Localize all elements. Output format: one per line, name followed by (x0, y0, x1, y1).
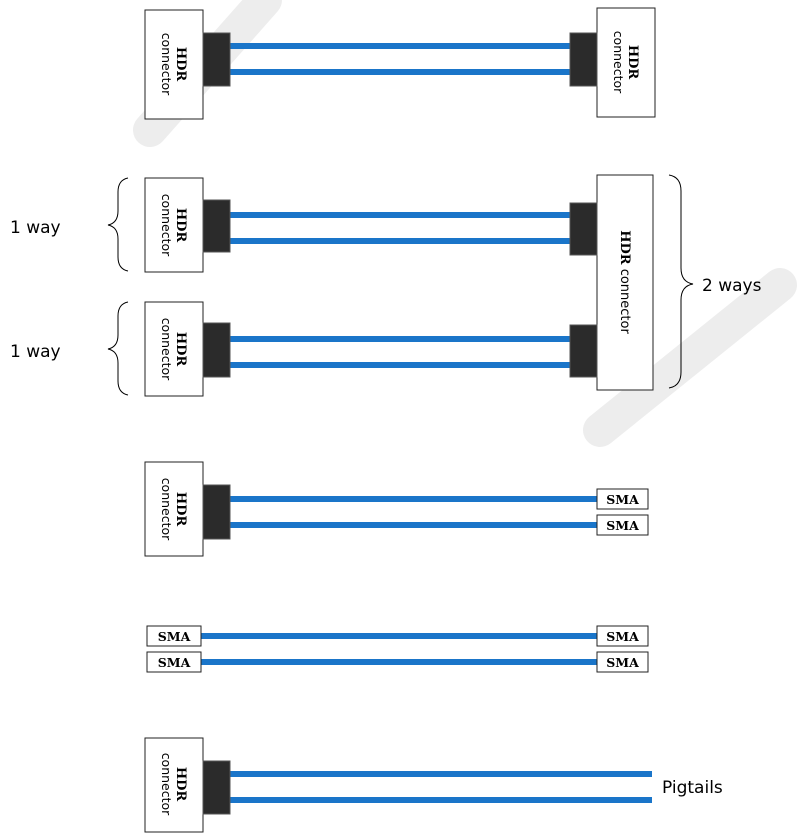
hdr-connector-left: HDR connector (144, 461, 231, 557)
hdr-label-bold: HDR (173, 208, 188, 243)
cable-pair (230, 496, 597, 528)
hdr-label-rest: connector (611, 31, 626, 94)
sma-box (596, 514, 649, 536)
cable-line (230, 43, 570, 49)
sma-connector: SMA (146, 651, 202, 673)
hdr-connector-left: HDR connector (144, 9, 231, 120)
hdr-connector-two-way: HDR connector (569, 174, 654, 391)
right-brace (668, 174, 694, 389)
hdr-plug (202, 199, 231, 253)
hdr-plug (202, 32, 231, 87)
hdr-label-rest: connector (159, 753, 174, 816)
sma-label: SMA (158, 629, 191, 644)
two-ways-label: 2 ways (702, 276, 762, 296)
hdr-label-bold: HDR (173, 47, 188, 82)
hdr-label-bold: HDR (625, 45, 640, 80)
sma-connector: SMA (596, 651, 649, 673)
pigtails-label: Pigtails (662, 778, 723, 798)
one-way-label: 1 way (10, 342, 61, 362)
hdr-plug (569, 32, 598, 87)
assembly-hdr-to-sma: HDR connector SMA SMA (144, 461, 649, 557)
hdr-label-bold: HDR (173, 492, 188, 527)
cable-line (230, 496, 597, 502)
hdr-connector-lower-left: HDR connector (144, 301, 231, 397)
hdr-plug (202, 484, 231, 540)
brace-one-way-top: 1 way (10, 177, 129, 272)
sma-label: SMA (606, 655, 639, 670)
sma-box (596, 625, 649, 647)
cable-line (230, 212, 570, 218)
left-brace (107, 301, 129, 396)
sma-label: SMA (158, 655, 191, 670)
cable-line (230, 362, 570, 368)
left-brace (107, 177, 129, 272)
sma-box (596, 651, 649, 673)
cable-pair (230, 43, 570, 75)
cable-line (230, 69, 570, 75)
hdr-label-rest: connector (159, 33, 174, 96)
hdr-plug (202, 760, 231, 815)
cable-line (230, 797, 652, 803)
sma-connector: SMA (596, 514, 649, 536)
hdr-two-way-label: HDR connector (617, 230, 632, 334)
sma-box (596, 488, 649, 510)
hdr-label-rest: connector (159, 478, 174, 541)
sma-connector: SMA (146, 625, 202, 647)
sma-connector: SMA (596, 625, 649, 647)
hdr-label-rest: connector (159, 318, 174, 381)
hdr-label-bold: HDR (617, 230, 632, 265)
hdr-label-bold: HDR (173, 767, 188, 802)
hdr-connector-box (144, 301, 204, 397)
brace-two-ways: 2 ways (668, 174, 762, 389)
hdr-connector-box (144, 9, 204, 120)
cable-line (230, 238, 570, 244)
brace-one-way-bottom: 1 way (10, 301, 129, 396)
assembly-hdr-to-hdr: HDR connector HDR connector (144, 7, 656, 120)
hdr-connector-left: HDR connector (144, 737, 231, 833)
hdr-connector-upper-left: HDR connector (144, 177, 231, 273)
cable-line (201, 659, 597, 665)
sma-label: SMA (606, 492, 639, 507)
assembly-hdr-to-pigtails: HDR connector Pigtails (144, 737, 723, 833)
assembly-two-way: HDR connector HDR connector HDR connecto… (10, 174, 762, 397)
cable-line (201, 633, 597, 639)
one-way-label: 1 way (10, 218, 61, 238)
cable-pair (230, 771, 652, 803)
sma-box (146, 625, 202, 647)
hdr-connector-box (596, 174, 654, 391)
hdr-connector-box (144, 177, 204, 273)
cable-pair (230, 212, 570, 368)
hdr-label-rest: connector (617, 269, 632, 335)
sma-label: SMA (606, 518, 639, 533)
cable-line (230, 771, 652, 777)
hdr-label-bold: HDR (173, 332, 188, 367)
hdr-label-rest: connector (159, 194, 174, 257)
cable-line (230, 336, 570, 342)
hdr-plug (569, 202, 598, 256)
hdr-connector-right: HDR connector (569, 7, 656, 118)
sma-label: SMA (606, 629, 639, 644)
hdr-connector-box (596, 7, 656, 118)
assembly-sma-to-sma: SMA SMA SMA SMA (146, 625, 649, 673)
sma-connector: SMA (596, 488, 649, 510)
watermark-stroke (583, 268, 797, 447)
hdr-plug (569, 324, 598, 378)
hdr-plug (202, 322, 231, 378)
cable-line (230, 522, 597, 528)
sma-box (146, 651, 202, 673)
cable-pair (201, 633, 597, 665)
